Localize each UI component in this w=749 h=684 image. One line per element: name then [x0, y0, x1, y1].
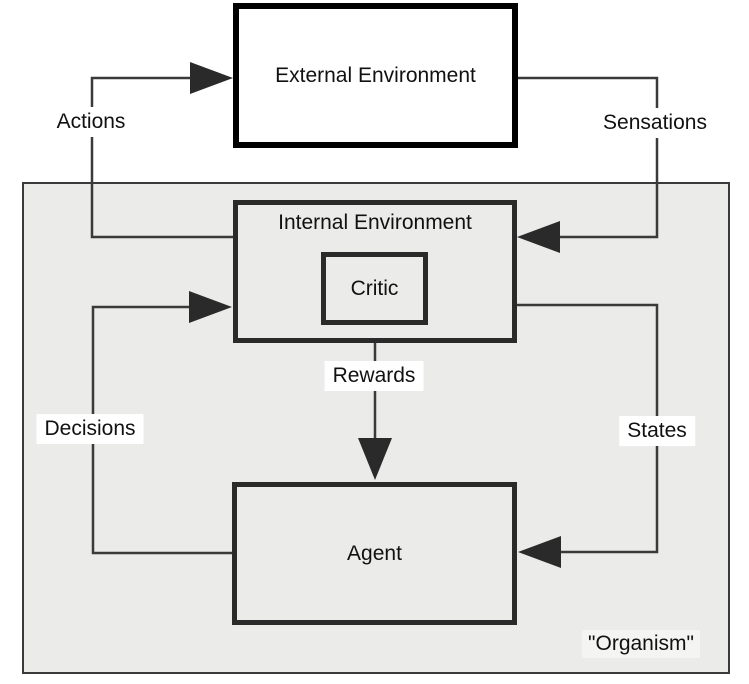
agent-label: Agent — [347, 541, 402, 565]
agent-box: Agent — [232, 482, 517, 625]
actions-arrowhead — [190, 62, 233, 94]
external-environment-label: External Environment — [275, 63, 476, 87]
internal-environment-label: Internal Environment — [278, 211, 472, 234]
critic-label: Critic — [350, 276, 399, 300]
actions-edge-label: Actions — [48, 107, 134, 137]
external-environment-box: External Environment — [233, 3, 518, 148]
states-edge-label: States — [619, 416, 695, 446]
rewards-edge-label: Rewards — [324, 361, 424, 391]
decisions-edge-label: Decisions — [36, 414, 144, 444]
sensations-edge-label: Sensations — [595, 108, 715, 138]
critic-box: Critic — [321, 252, 428, 325]
organism-caption: "Organism" — [582, 630, 700, 658]
